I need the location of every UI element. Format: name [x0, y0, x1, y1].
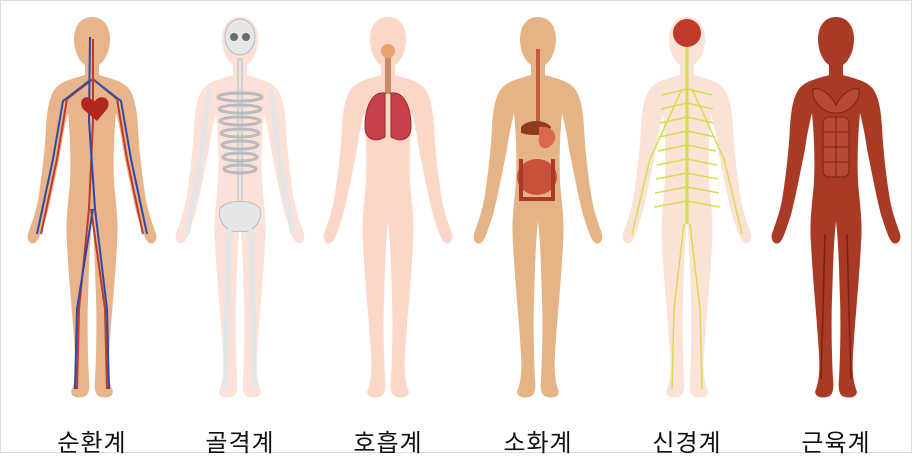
skeletal-system-label: 골격계	[165, 423, 315, 458]
respiratory-system-label: 호흡계	[313, 423, 463, 458]
muscular-system-figure	[761, 9, 911, 404]
eye-socket	[242, 33, 250, 41]
larynx-shape	[381, 44, 395, 58]
spine-shape	[238, 59, 242, 209]
nervous-system-label: 신경계	[612, 423, 762, 458]
esophagus-shape	[536, 49, 540, 124]
eye-socket	[230, 33, 238, 41]
nervous-system-figure	[612, 9, 762, 404]
circulatory-system-figure	[17, 9, 167, 404]
skull-shape	[225, 19, 255, 55]
pelvis-shape	[220, 202, 261, 232]
circulatory-system-label: 순환계	[17, 423, 167, 458]
digestive-system-label: 소화계	[463, 423, 613, 458]
muscular-system-label: 근육계	[761, 423, 911, 458]
body-silhouette	[772, 17, 901, 398]
digestive-system-figure	[463, 9, 613, 404]
respiratory-system-figure	[313, 9, 463, 404]
skeletal-system-figure	[165, 9, 315, 404]
brain-shape	[673, 19, 701, 47]
